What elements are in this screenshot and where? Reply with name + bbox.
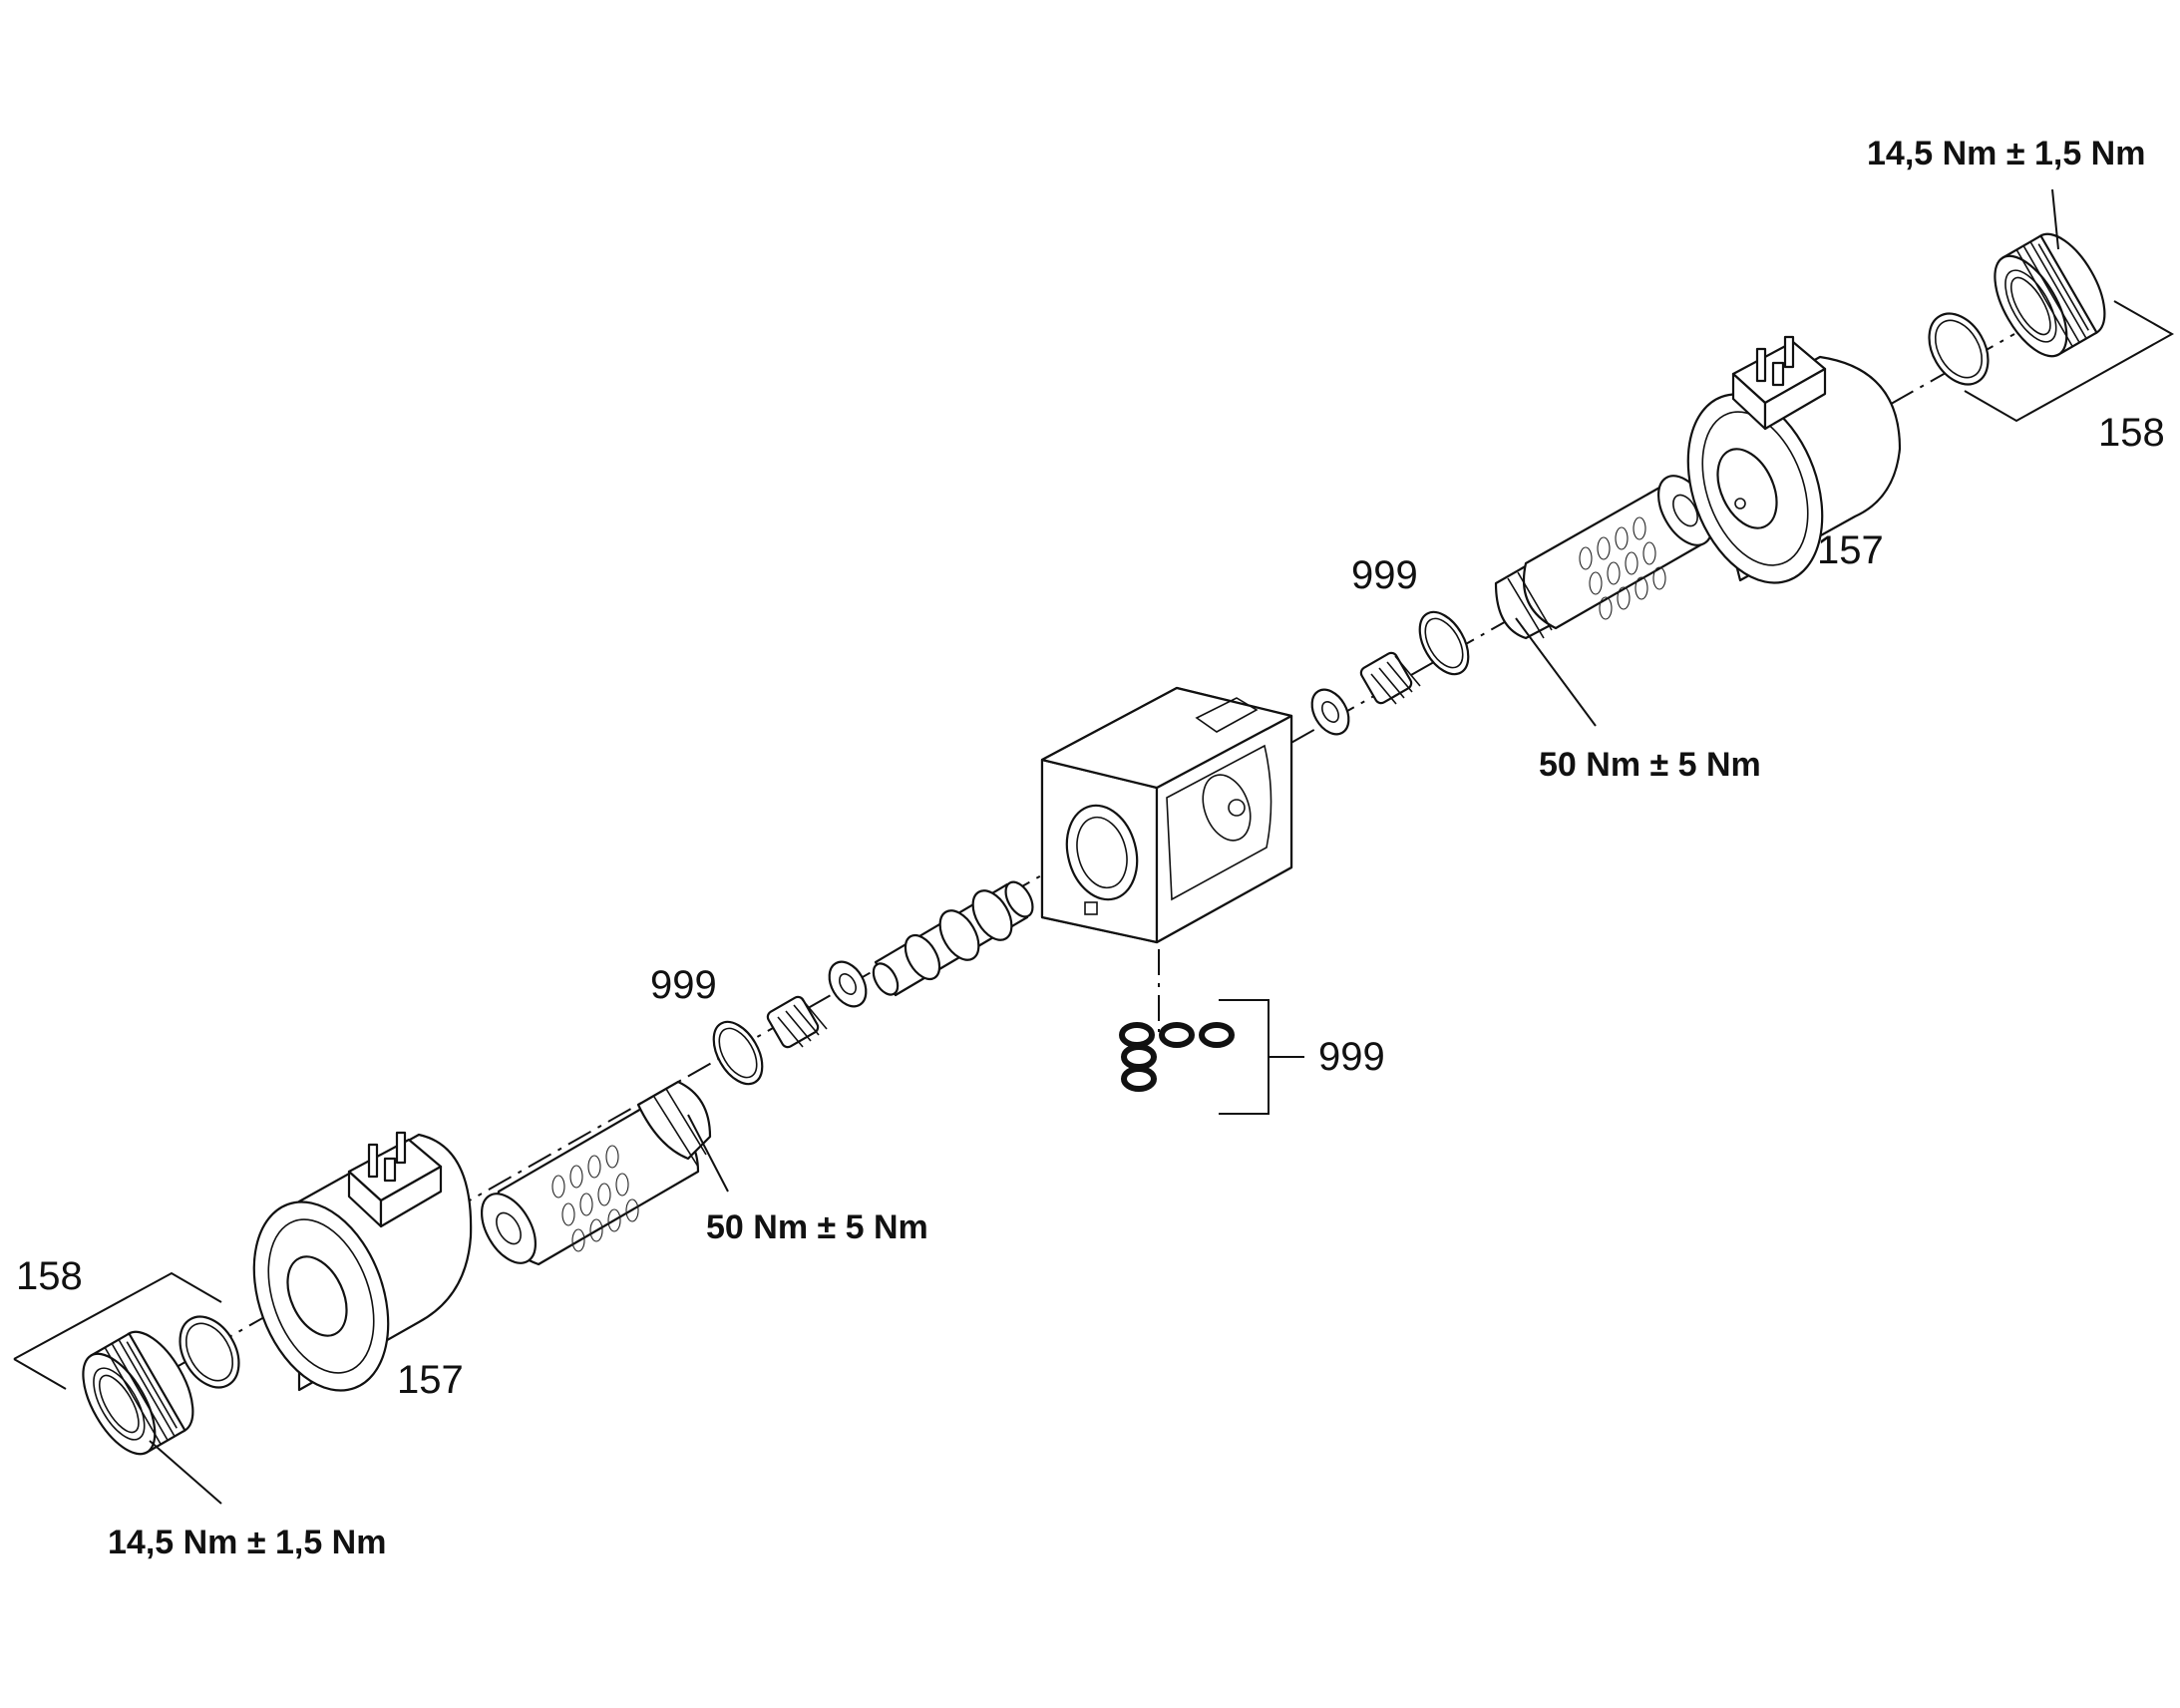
label-157-right: 157 [1817, 528, 1884, 572]
torque-nut-left: 14,5 Nm ± 1,5 Nm [108, 1524, 386, 1561]
nut-left [82, 1330, 194, 1456]
bracket-nut-left [13, 1271, 222, 1390]
torque-tube-left: 50 Nm ± 5 Nm [706, 1208, 928, 1246]
o-ring-left-tube [712, 1020, 764, 1086]
bracket-nut-right [1964, 300, 2175, 423]
washer-left [828, 960, 868, 1008]
spool [872, 880, 1034, 997]
torque-tube-right: 50 Nm ± 5 Nm [1539, 746, 1761, 784]
coil-left [252, 1131, 473, 1392]
o-ring-left [179, 1315, 240, 1389]
o-ring-set-body [1119, 1022, 1235, 1092]
spring-left [766, 995, 828, 1049]
valve-body [1040, 686, 1293, 944]
bracket-body-orings [1219, 999, 1304, 1115]
torque-nut-right: 14,5 Nm ± 1,5 Nm [1867, 135, 2145, 172]
o-ring-right [1928, 312, 1990, 386]
armature-tube-left [480, 1080, 712, 1266]
label-999-right: 999 [1351, 553, 1418, 597]
label-157-left: 157 [397, 1358, 464, 1402]
washer-right [1310, 688, 1350, 736]
coil-right [1686, 335, 1902, 584]
label-999-left: 999 [650, 963, 717, 1007]
label-158-right: 158 [2098, 411, 2165, 455]
o-ring-right-tube [1418, 610, 1470, 676]
label-999-body: 999 [1318, 1035, 1385, 1079]
nut-right [1994, 232, 2106, 358]
label-158-left: 158 [16, 1254, 83, 1298]
spring-right [1359, 651, 1421, 705]
leader-lines [149, 188, 2059, 1505]
armature-tube-right [1494, 475, 1714, 640]
